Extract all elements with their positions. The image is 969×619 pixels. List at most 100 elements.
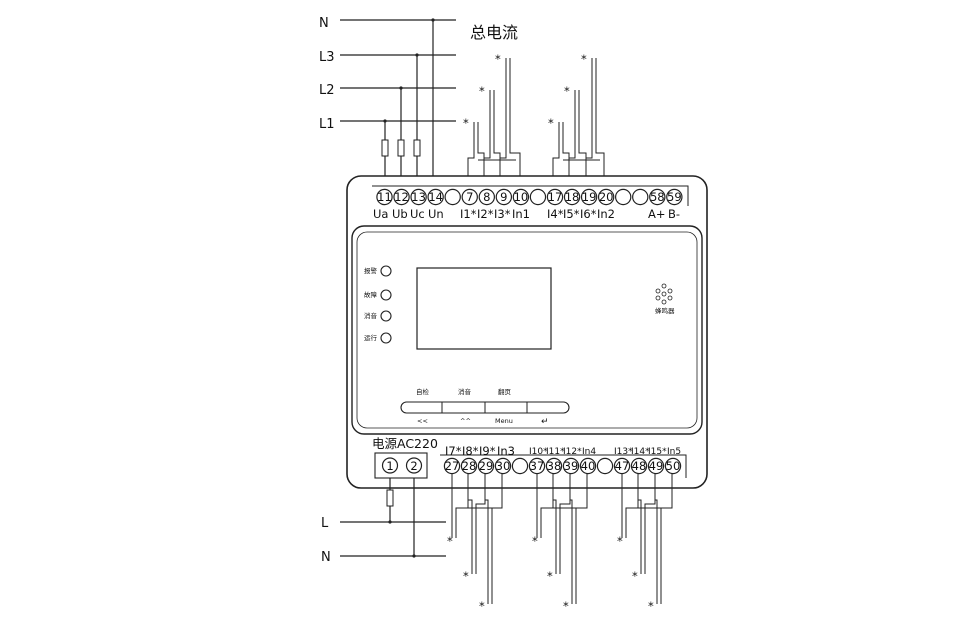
buzzer-label: 蜂鸣器: [655, 306, 675, 315]
left-button[interactable]: [402, 403, 441, 412]
run-led: [380, 332, 392, 344]
terminal-9: [495, 188, 513, 206]
label-i14: I14*: [631, 447, 650, 457]
up-button[interactable]: [443, 403, 484, 412]
ct-marker: *: [479, 84, 485, 98]
supply-lines-bottom: L N: [321, 516, 446, 565]
terminal-number: 12: [394, 190, 409, 204]
terminal-number: 39: [564, 459, 579, 473]
terminal-58: [649, 188, 666, 206]
label-i10: I10*: [529, 447, 548, 457]
terminal-number: 58: [650, 190, 665, 204]
terminal-number: 37: [530, 459, 545, 473]
terminal-spare: [615, 188, 632, 206]
line-label-l2: L2: [319, 83, 335, 98]
terminal-7: [461, 188, 478, 206]
terminal-30: [494, 457, 512, 475]
enter-button[interactable]: [528, 403, 568, 412]
ct-marker: *: [632, 569, 638, 583]
button-label-selftest: 自检: [416, 387, 430, 396]
label-i13: I13*: [614, 447, 633, 457]
fuse-ua: [381, 139, 389, 157]
label-i5: I5*: [563, 207, 580, 221]
supply-lines-top: N L3 L2 L1: [319, 16, 456, 190]
label-in4: In4: [582, 447, 596, 457]
terminal-18: [563, 188, 581, 206]
line-label-l-bottom: L: [321, 516, 329, 531]
label-ub: Ub: [392, 207, 408, 221]
menu-button-label: Menu: [495, 417, 513, 425]
ct-marker: *: [617, 534, 623, 548]
button-label-mute: 消音: [458, 387, 472, 396]
label-i7: I7*: [445, 444, 462, 458]
menu-button[interactable]: [486, 403, 526, 412]
terminal-20: [597, 188, 615, 206]
fuse-uc: [413, 139, 421, 157]
terminal-number: 20: [599, 190, 614, 204]
power-terminal-1-label: 1: [386, 459, 393, 473]
ct-wiring-group5: * * *: [617, 474, 673, 613]
indicator-label-mute: 消音: [364, 311, 378, 320]
fuse-ub: [397, 139, 405, 157]
power-supply-block: 电源AC220 1 2: [372, 436, 438, 558]
terminal-59: [666, 188, 683, 206]
indicator-label-fault: 故障: [364, 290, 378, 299]
terminal-28: [460, 457, 478, 475]
label-i15: I15*: [648, 447, 667, 457]
terminal-number: 29: [479, 459, 494, 473]
power-fuse: [386, 489, 394, 507]
label-i12: I12*: [563, 447, 582, 457]
label-i2: I2*: [477, 207, 494, 221]
terminal-number: 14: [428, 190, 443, 204]
terminal-29: [477, 457, 495, 475]
ct-marker: *: [563, 599, 569, 613]
ct-marker: *: [547, 569, 553, 583]
terminal-number: 17: [548, 190, 563, 204]
terminal-8: [478, 188, 495, 206]
terminal-number: 10: [514, 190, 529, 204]
terminal-number: 48: [632, 459, 647, 473]
label-b-minus: B-: [668, 207, 680, 221]
terminal-spare: [529, 188, 547, 206]
terminal-spare: [596, 457, 614, 475]
terminal-12: [393, 188, 410, 206]
power-terminal-2-label: 2: [410, 459, 417, 473]
line-label-l3: L3: [319, 50, 335, 65]
ct-marker: *: [447, 534, 453, 548]
label-ua: Ua: [373, 207, 388, 221]
up-button-label: ^^: [460, 417, 471, 425]
line-label-n-bottom: N: [321, 550, 331, 565]
indicator-label-run: 运行: [364, 333, 378, 342]
terminal-number: 28: [462, 459, 477, 473]
ct-marker: *: [532, 534, 538, 548]
terminal-spare: [632, 188, 649, 206]
label-un: Un: [428, 207, 444, 221]
terminal-17: [546, 188, 564, 206]
terminal-number: 49: [649, 459, 664, 473]
line-label-l1: L1: [319, 117, 335, 132]
label-i6: I6*: [580, 207, 597, 221]
terminal-19: [580, 188, 598, 206]
power-label: 电源AC220: [372, 436, 438, 451]
alarm-led: [380, 265, 392, 277]
button-label-page: 翻页: [498, 387, 512, 396]
terminal-39: [562, 457, 580, 475]
terminal-14: [427, 188, 444, 206]
left-button-label: <<: [417, 417, 428, 425]
label-uc: Uc: [410, 207, 425, 221]
bottom-terminal-labels: I7* I8* I9* In3 I10* I11* I12* In4 I13* …: [445, 444, 681, 458]
terminal-13: [410, 188, 427, 206]
label-in5: In5: [667, 447, 681, 457]
ct-marker: *: [463, 116, 469, 130]
ct-marker: *: [479, 599, 485, 613]
terminal-number: 7: [466, 190, 473, 204]
label-in3: In3: [497, 444, 515, 458]
enter-icon: ↵: [541, 417, 549, 427]
terminal-40: [579, 457, 597, 475]
terminal-38: [545, 457, 563, 475]
fault-led: [380, 289, 392, 301]
terminal-50: [664, 457, 682, 475]
indicator-label-alarm: 报警: [364, 266, 378, 275]
